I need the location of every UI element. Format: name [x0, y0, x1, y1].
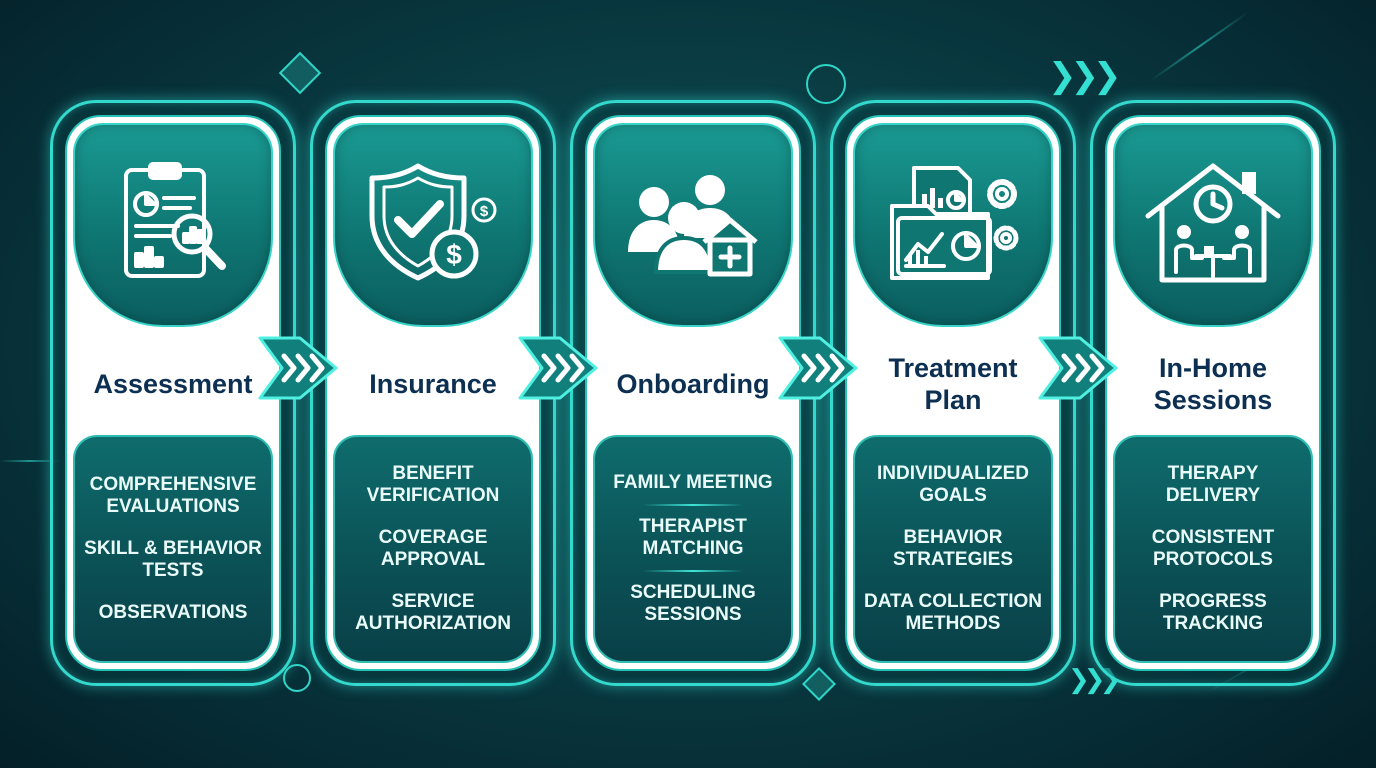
step-item: DATA COLLECTION METHODS	[864, 591, 1042, 635]
step-item-line: DATA COLLECTION	[863, 591, 1042, 612]
clipboard-magnifier-icon	[124, 162, 226, 278]
flow-arrow-icon	[1038, 336, 1118, 400]
step-card-inner: In-Home Sessions THERAPY DELIVERY CONSIS…	[1105, 115, 1321, 671]
step-item: THERAPY DELIVERY	[1166, 463, 1260, 507]
step-items-panel: BENEFIT VERIFICATION COVERAGE APPROVAL S…	[333, 435, 533, 663]
step-item-line: SESSIONS	[644, 604, 742, 625]
family-home-icon	[628, 175, 758, 277]
step-item-line: COVERAGE	[378, 527, 488, 548]
decorative-glow-line	[0, 460, 60, 462]
step-card-inner: Assessment COMPREHENSIVE EVALUATIONS SKI…	[65, 115, 281, 671]
step-item-line: THERAPY	[1167, 463, 1259, 484]
step-item-line: PROGRESS	[1159, 591, 1267, 612]
step-item-line: METHODS	[905, 613, 1001, 634]
step-item: SKILL & BEHAVIOR TESTS	[84, 538, 262, 582]
step-card-in-home-sessions: In-Home Sessions THERAPY DELIVERY CONSIS…	[1090, 100, 1336, 686]
step-item: COMPREHENSIVE EVALUATIONS	[90, 474, 257, 518]
step-item-line: SCHEDULING	[630, 582, 756, 603]
step-item-line: BEHAVIOR	[903, 527, 1003, 548]
decorative-ring	[806, 64, 846, 104]
step-item: COVERAGE APPROVAL	[379, 527, 488, 571]
step-item-line: SKILL & BEHAVIOR	[84, 538, 262, 559]
step-card-onboarding: Onboarding FAMILY MEETING THERAPIST MATC…	[570, 100, 816, 686]
step-title: Assessment	[67, 339, 279, 429]
step-item-line: CONSISTENT	[1151, 527, 1275, 548]
step-items-panel: FAMILY MEETING THERAPIST MATCHING SCHEDU…	[593, 435, 793, 663]
icon-panel	[593, 123, 793, 327]
step-title-line: In-Home	[1159, 353, 1267, 383]
step-item-line: COMPREHENSIVE	[89, 474, 257, 495]
flow-arrow-icon	[258, 336, 338, 400]
step-title-line: Treatment	[888, 353, 1018, 383]
step-card-inner: $ $ Insurance BENEFIT VERIFICATION COVER…	[325, 115, 541, 671]
step-title: Treatment Plan	[847, 339, 1059, 429]
icon-panel	[853, 123, 1053, 327]
step-item-line: STRATEGIES	[893, 549, 1013, 570]
step-card-inner: Treatment Plan INDIVIDUALIZED GOALS BEHA…	[845, 115, 1061, 671]
step-item-line: TRACKING	[1162, 613, 1264, 634]
flow-arrow-icon	[518, 336, 598, 400]
step-title: Insurance	[327, 339, 539, 429]
step-item: CONSISTENT PROTOCOLS	[1152, 527, 1274, 571]
step-item: BENEFIT VERIFICATION	[367, 463, 500, 507]
step-item: SERVICE AUTHORIZATION	[355, 591, 511, 635]
svg-text:$: $	[480, 203, 489, 220]
decorative-chevrons: ❯❯❯	[1048, 57, 1122, 95]
step-items-panel: INDIVIDUALIZED GOALS BEHAVIOR STRATEGIES…	[853, 435, 1053, 663]
step-item: SCHEDULING SESSIONS	[630, 582, 756, 626]
icon-panel: $ $	[333, 123, 533, 327]
step-title-line: Assessment	[93, 369, 253, 399]
step-item-line: THERAPIST	[639, 516, 747, 537]
decorative-diamond	[278, 51, 322, 95]
step-items-panel: THERAPY DELIVERY CONSISTENT PROTOCOLS PR…	[1113, 435, 1313, 663]
step-item: PROGRESS TRACKING	[1159, 591, 1267, 635]
step-title-line: Sessions	[1153, 385, 1273, 415]
step-item-line: OBSERVATIONS	[98, 602, 248, 623]
step-item-line: GOALS	[919, 485, 987, 506]
item-separator	[643, 504, 743, 506]
step-title: In-Home Sessions	[1107, 339, 1319, 429]
step-item: OBSERVATIONS	[99, 602, 248, 624]
step-item: BEHAVIOR STRATEGIES	[893, 527, 1013, 571]
house-session-icon	[1145, 163, 1281, 283]
icon-panel	[73, 123, 273, 327]
step-item-line: INDIVIDUALIZED	[877, 463, 1029, 484]
step-item-line: TESTS	[142, 560, 204, 581]
decorative-glow-line	[1149, 11, 1249, 82]
step-card-inner: Onboarding FAMILY MEETING THERAPIST MATC…	[585, 115, 801, 671]
step-title-line: Onboarding	[616, 369, 770, 399]
decorative-ring	[283, 664, 311, 692]
step-card-insurance: $ $ Insurance BENEFIT VERIFICATION COVER…	[310, 100, 556, 686]
folder-charts-gears-icon	[890, 166, 1019, 280]
flow-arrow-icon	[778, 336, 858, 400]
step-item: FAMILY MEETING	[613, 472, 772, 494]
step-item-line: AUTHORIZATION	[355, 613, 511, 634]
step-item-line: PROTOCOLS	[1152, 549, 1273, 570]
decorative-diamond	[802, 667, 836, 701]
step-items-panel: COMPREHENSIVE EVALUATIONS SKILL & BEHAVI…	[73, 435, 273, 663]
step-title: Onboarding	[587, 339, 799, 429]
step-item-line: EVALUATIONS	[106, 496, 240, 517]
icon-panel	[1113, 123, 1313, 327]
shield-dollar-icon: $ $	[369, 163, 497, 281]
step-item-line: BENEFIT	[392, 463, 474, 484]
step-item-line: DELIVERY	[1165, 485, 1261, 506]
step-item: THERAPIST MATCHING	[639, 516, 747, 560]
step-item-line: FAMILY MEETING	[613, 472, 773, 493]
step-title-line: Plan	[924, 385, 982, 415]
step-item-line: VERIFICATION	[366, 485, 500, 506]
item-separator	[643, 570, 743, 572]
step-item-line: SERVICE	[391, 591, 475, 612]
step-card-treatment-plan: Treatment Plan INDIVIDUALIZED GOALS BEHA…	[830, 100, 1076, 686]
step-item: INDIVIDUALIZED GOALS	[877, 463, 1029, 507]
svg-text:$: $	[446, 239, 462, 270]
step-item-line: MATCHING	[642, 538, 744, 559]
step-item-line: APPROVAL	[380, 549, 486, 570]
step-title-line: Insurance	[369, 369, 497, 399]
